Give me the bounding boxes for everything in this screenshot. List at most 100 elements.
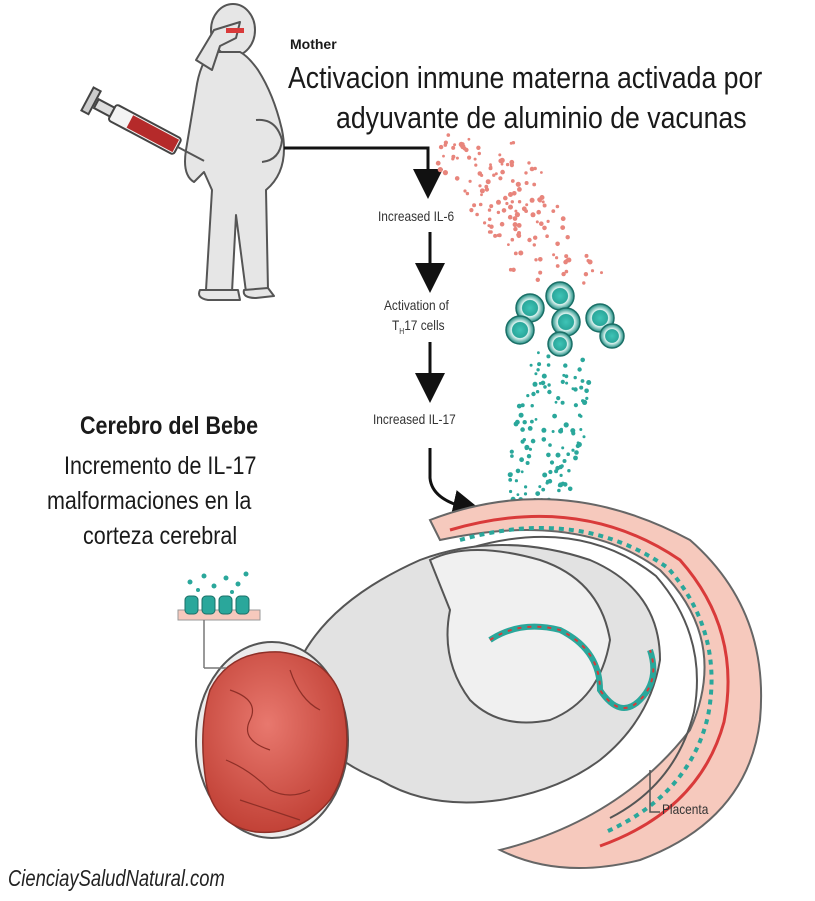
particle — [552, 414, 557, 419]
particle — [527, 454, 531, 458]
particle — [534, 258, 537, 261]
particle — [542, 437, 547, 442]
particle — [571, 449, 574, 452]
particle — [489, 204, 493, 208]
particle — [511, 268, 515, 272]
particle — [533, 382, 538, 387]
particle — [558, 484, 561, 487]
th17-cell-icon — [506, 316, 534, 344]
particle — [585, 397, 588, 400]
particle — [564, 254, 568, 258]
particle — [551, 209, 555, 213]
particle — [467, 156, 471, 160]
particle — [537, 351, 540, 354]
particle — [574, 376, 577, 379]
particle — [500, 222, 505, 227]
particle — [580, 358, 585, 363]
step-increased-il17: Increased IL-17 — [373, 411, 456, 427]
th17-cell-icon — [552, 308, 580, 336]
particle — [479, 203, 483, 207]
particle — [539, 382, 542, 385]
particle — [474, 158, 477, 161]
particle — [519, 413, 524, 418]
particle — [547, 390, 551, 394]
particle — [513, 222, 518, 227]
particle — [497, 211, 500, 214]
particle — [509, 490, 512, 493]
particle — [565, 382, 568, 385]
particle — [546, 481, 549, 484]
particle — [513, 227, 517, 231]
particle — [517, 187, 522, 192]
particle — [536, 220, 539, 223]
particle — [444, 141, 448, 145]
particle — [560, 474, 563, 477]
particle — [517, 493, 520, 496]
particle — [573, 456, 578, 461]
particle — [463, 189, 466, 192]
particle — [531, 212, 536, 217]
brain — [203, 652, 347, 832]
particle — [506, 163, 509, 166]
particle — [472, 203, 476, 207]
particle — [568, 487, 573, 492]
particle — [534, 372, 537, 375]
th17-cell-cluster — [506, 282, 624, 356]
mother-figure — [185, 4, 284, 300]
particle — [503, 196, 508, 201]
particle — [493, 234, 497, 238]
particle — [543, 204, 547, 208]
particle — [577, 367, 581, 371]
particle — [578, 414, 581, 417]
baby-brain-line-2: malformaciones en la — [47, 487, 251, 516]
particle — [546, 453, 551, 458]
arrow-down-icon — [430, 448, 468, 508]
particle — [556, 453, 561, 458]
particle — [558, 429, 563, 434]
mother-label: Mother — [290, 36, 337, 52]
particle — [502, 208, 507, 213]
particle — [512, 141, 515, 144]
particle — [476, 146, 480, 150]
th17-prefix: T — [392, 317, 399, 333]
receptor-icon — [202, 596, 215, 614]
particle — [526, 394, 529, 397]
particle — [555, 401, 558, 404]
particle — [436, 161, 441, 166]
particle — [571, 431, 575, 435]
particle — [554, 469, 558, 473]
th17-cell-icon — [546, 282, 574, 310]
particle — [510, 454, 514, 458]
particle — [543, 385, 547, 389]
particle — [459, 142, 464, 147]
mother-head-mark — [226, 28, 244, 33]
particle — [524, 171, 527, 174]
particle — [542, 226, 547, 231]
particle — [451, 146, 455, 150]
particle — [531, 439, 536, 444]
particle — [600, 271, 603, 274]
particle — [474, 164, 477, 167]
particle — [442, 155, 445, 158]
particle — [561, 216, 566, 221]
particle — [535, 491, 540, 496]
il17-particles — [508, 351, 592, 514]
particle — [511, 179, 515, 183]
particle — [560, 225, 565, 230]
particle — [561, 380, 565, 384]
particle — [478, 184, 481, 187]
particle — [538, 257, 543, 262]
particle — [521, 470, 524, 473]
particle — [581, 399, 584, 402]
particle — [537, 197, 541, 201]
particle — [537, 362, 541, 366]
particle — [500, 170, 505, 175]
particle — [509, 160, 514, 165]
particle — [480, 174, 483, 177]
particle — [531, 404, 534, 407]
particle — [478, 152, 481, 155]
particle — [480, 188, 485, 193]
particle — [511, 200, 514, 203]
particle — [582, 281, 585, 284]
particle — [566, 235, 570, 239]
